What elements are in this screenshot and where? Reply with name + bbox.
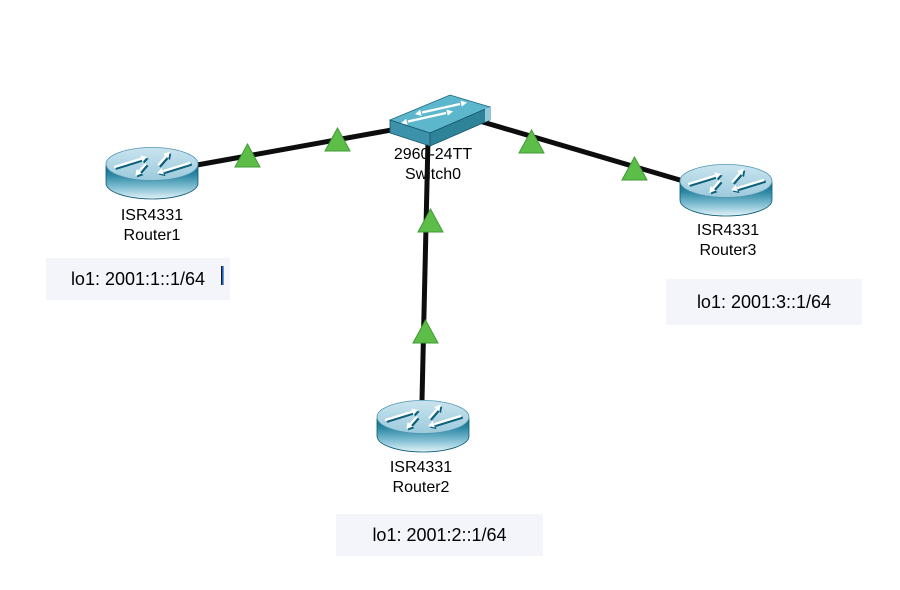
- link-status-up-icon: [234, 143, 261, 168]
- router3-icon[interactable]: [678, 160, 774, 222]
- wire-switch0-router3[interactable]: [475, 117, 691, 186]
- router1-icon[interactable]: [104, 143, 200, 205]
- device-model-label: ISR4331: [696, 222, 760, 239]
- device-name-label: Switch0: [404, 166, 462, 183]
- wire-switch0-router2[interactable]: [419, 139, 431, 401]
- router3-label: ISR4331 Router3: [643, 221, 813, 261]
- note-router3-loopback[interactable]: lo1: 2001:3::1/64: [666, 279, 862, 325]
- switch0-label: 2960-24TT Switch0: [348, 145, 518, 185]
- link-status-up-icon: [324, 127, 351, 152]
- link-status-up-icon: [417, 208, 444, 233]
- device-name-label: Router3: [699, 242, 757, 259]
- device-model-label: ISR4331: [120, 207, 184, 224]
- link-status-up-icon: [518, 129, 545, 154]
- note-router1-loopback[interactable]: lo1: 2001:1::1/64: [46, 258, 230, 300]
- device-model-label: 2960-24TT: [393, 146, 473, 163]
- router1-label: ISR4331 Router1: [67, 206, 237, 246]
- text-caret: [221, 266, 224, 285]
- device-model-label: ISR4331: [389, 459, 453, 476]
- router2-label: ISR4331 Router2: [336, 458, 506, 498]
- link-status-up-icon: [412, 319, 439, 344]
- note-router2-loopback[interactable]: lo1: 2001:2::1/64: [336, 514, 543, 556]
- switch0-icon[interactable]: [388, 91, 492, 147]
- router2-icon[interactable]: [375, 396, 471, 458]
- device-name-label: Router1: [123, 227, 181, 244]
- device-name-label: Router2: [392, 479, 450, 496]
- link-status-up-icon: [621, 156, 648, 181]
- wire-router1-switch0[interactable]: [196, 124, 409, 168]
